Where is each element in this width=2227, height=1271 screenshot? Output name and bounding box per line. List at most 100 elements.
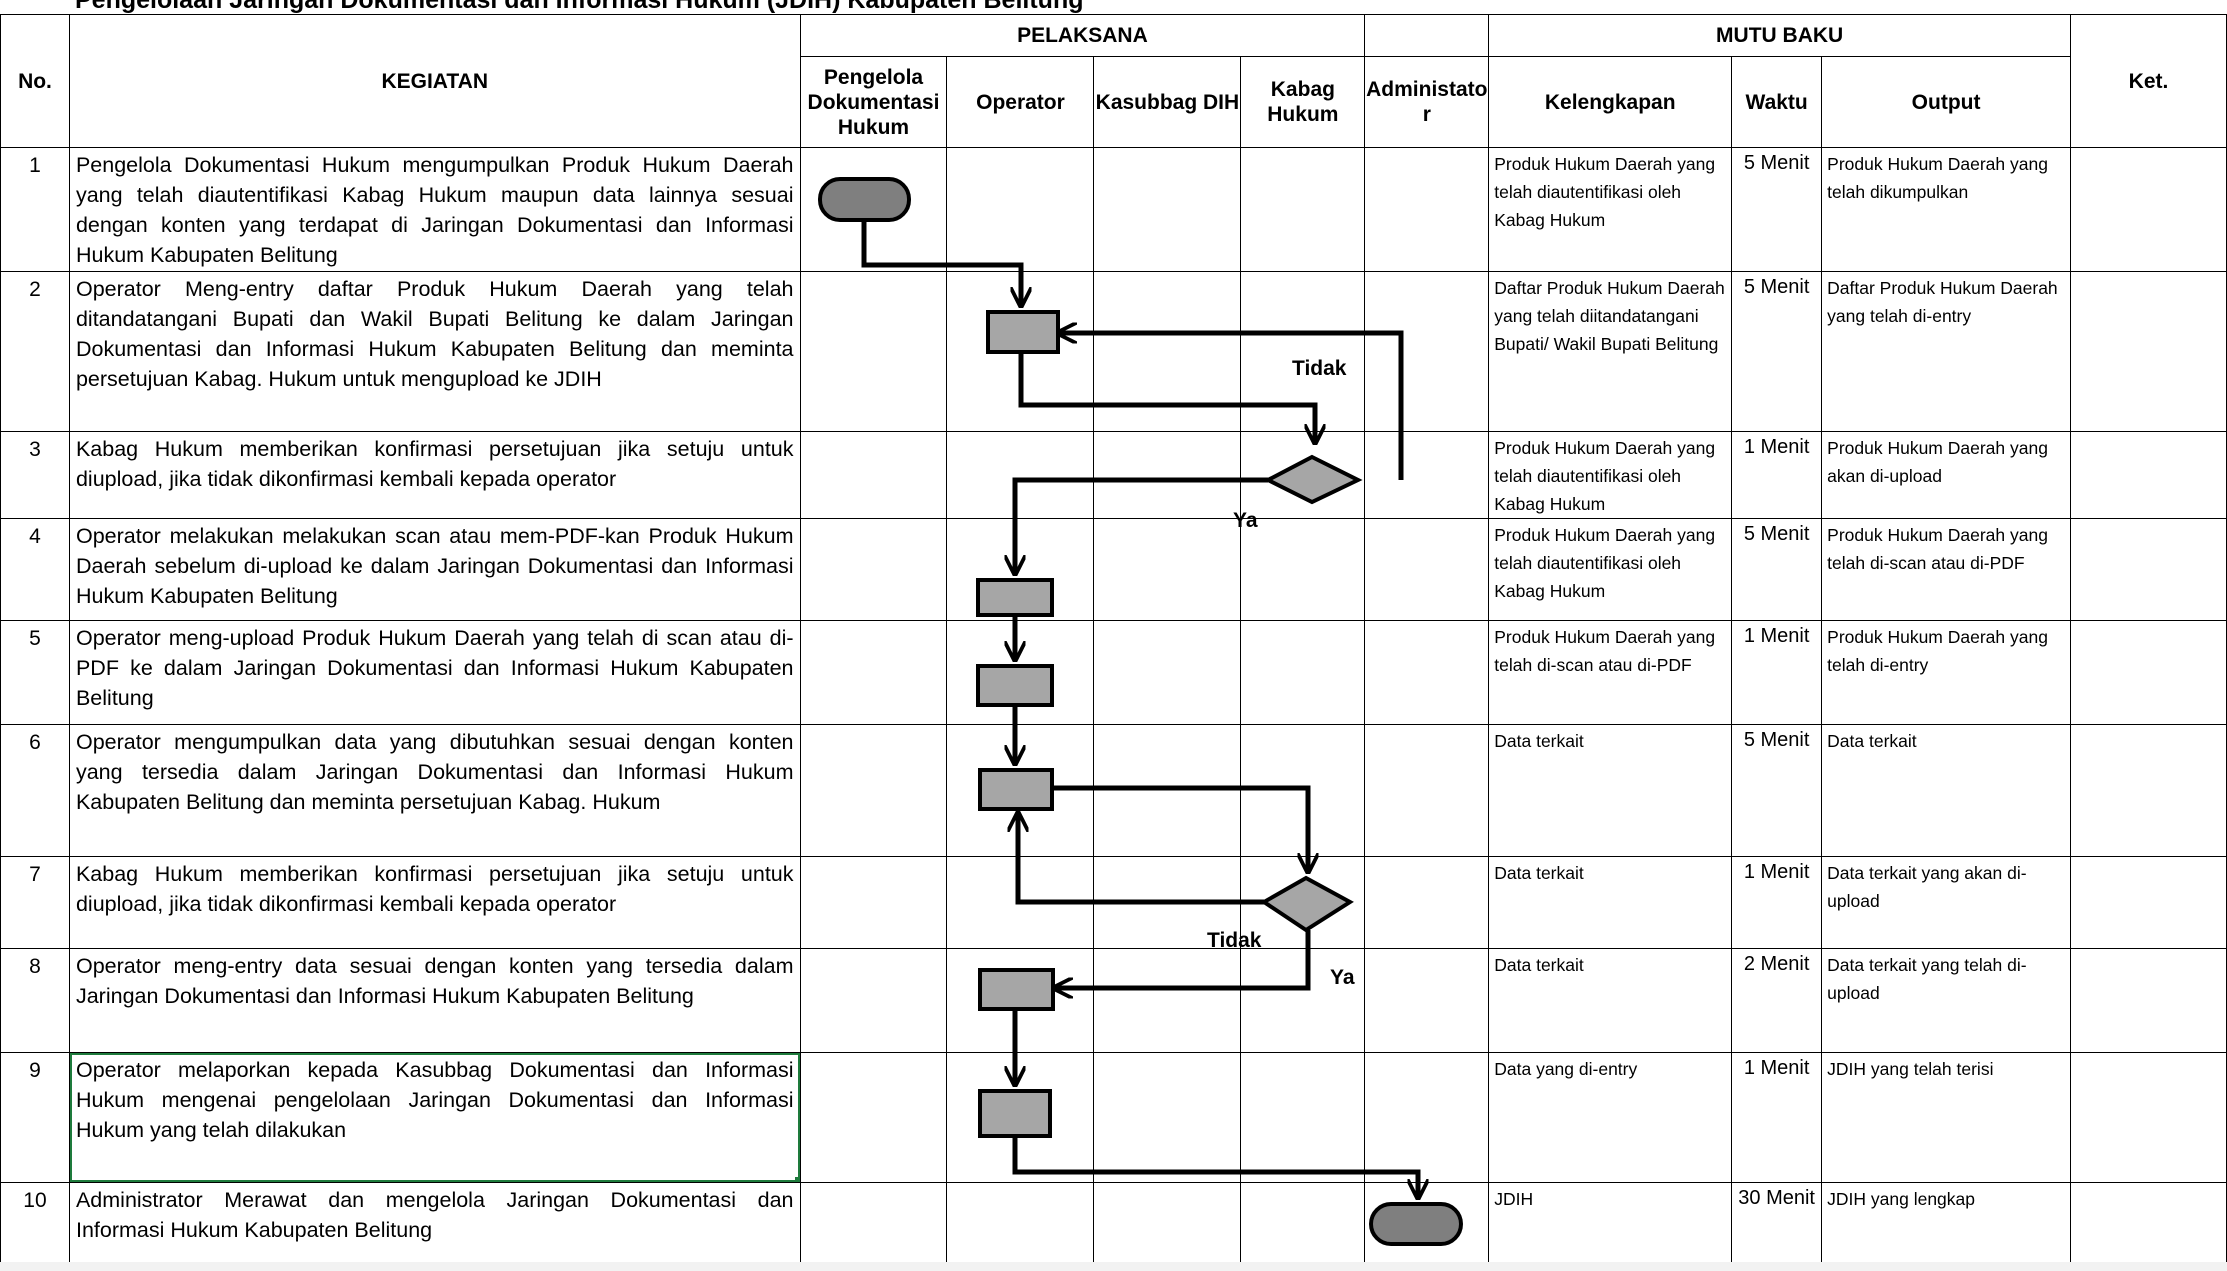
process-step-4[interactable] <box>976 578 1054 617</box>
lane-admin-cell[interactable] <box>1364 1052 1490 1183</box>
lane-admin-cell[interactable] <box>1364 518 1490 621</box>
row-waktu[interactable]: 5 Menit <box>1731 518 1823 621</box>
header-kasubbag[interactable]: Kasubbag DIH <box>1093 56 1242 148</box>
lane-pengelola-cell[interactable] <box>799 724 948 857</box>
lane-admin-cell[interactable] <box>1364 431 1490 519</box>
lane-operator-cell[interactable] <box>946 431 1095 519</box>
header-pengelola[interactable]: Pengelola Dokumentasi Hukum <box>799 56 948 148</box>
row-waktu[interactable]: 5 Menit <box>1731 724 1823 857</box>
lane-kabag-cell[interactable] <box>1240 948 1366 1053</box>
lane-pengelola-cell[interactable] <box>799 1052 948 1183</box>
header-waktu[interactable]: Waktu <box>1731 56 1823 148</box>
row-kelengkapan[interactable]: Data yang di-entry <box>1488 1052 1733 1183</box>
row-ket[interactable] <box>2070 856 2227 949</box>
lane-kabag-cell[interactable] <box>1240 620 1366 725</box>
row-kelengkapan[interactable]: Produk Hukum Daerah yang telah diautenti… <box>1488 431 1733 519</box>
header-kegiatan[interactable]: KEGIATAN <box>68 14 801 148</box>
row-ket[interactable] <box>2070 948 2227 1053</box>
row-waktu[interactable]: 1 Menit <box>1731 431 1823 519</box>
row-output[interactable]: Produk Hukum Daerah yang telah di-entry <box>1821 620 2072 725</box>
lane-kabag-cell[interactable] <box>1240 1182 1366 1271</box>
lane-kabag-cell[interactable] <box>1240 1052 1366 1183</box>
row-no[interactable]: 4 <box>0 518 70 621</box>
row-no[interactable]: 3 <box>0 431 70 519</box>
lane-kasubbag-cell[interactable] <box>1093 431 1242 519</box>
row-waktu[interactable]: 5 Menit <box>1731 147 1823 272</box>
row-kegiatan[interactable]: Kabag Hukum memberikan konfirmasi perset… <box>68 431 801 519</box>
lane-kabag-cell[interactable] <box>1240 518 1366 621</box>
row-no[interactable]: 5 <box>0 620 70 725</box>
lane-admin-cell[interactable] <box>1364 147 1490 272</box>
header-ket[interactable]: Ket. <box>2070 14 2227 148</box>
row-waktu[interactable]: 5 Menit <box>1731 271 1823 432</box>
row-ket[interactable] <box>2070 518 2227 621</box>
row-ket[interactable] <box>2070 620 2227 725</box>
header-kelengkapan[interactable]: Kelengkapan <box>1488 56 1733 148</box>
row-no[interactable]: 10 <box>0 1182 70 1271</box>
row-kelengkapan[interactable]: Data terkait <box>1488 856 1733 949</box>
row-output[interactable]: Produk Hukum Daerah yang telah dikumpulk… <box>1821 147 2072 272</box>
row-waktu[interactable]: 1 Menit <box>1731 856 1823 949</box>
row-no[interactable]: 7 <box>0 856 70 949</box>
row-no[interactable]: 1 <box>0 147 70 272</box>
row-output[interactable]: Produk Hukum Daerah yang akan di-upload <box>1821 431 2072 519</box>
header-kabag[interactable]: Kabag Hukum <box>1240 56 1366 148</box>
lane-kasubbag-cell[interactable] <box>1093 948 1242 1053</box>
lane-kabag-cell[interactable] <box>1240 271 1366 432</box>
lane-operator-cell[interactable] <box>946 147 1095 272</box>
lane-kasubbag-cell[interactable] <box>1093 620 1242 725</box>
process-step-2[interactable] <box>986 310 1060 354</box>
lane-admin-cell[interactable] <box>1364 948 1490 1053</box>
row-no[interactable]: 8 <box>0 948 70 1053</box>
decision-step-7[interactable] <box>1260 875 1354 933</box>
row-kegiatan[interactable]: Kabag Hukum memberikan konfirmasi perset… <box>68 856 801 949</box>
row-kegiatan[interactable]: Operator meng-entry data sesuai dengan k… <box>68 948 801 1053</box>
row-output[interactable]: Daftar Produk Hukum Daerah yang telah di… <box>1821 271 2072 432</box>
row-ket[interactable] <box>2070 271 2227 432</box>
lane-pengelola-cell[interactable] <box>799 856 948 949</box>
row-kelengkapan[interactable]: JDIH <box>1488 1182 1733 1271</box>
lane-pengelola-cell[interactable] <box>799 620 948 725</box>
row-kegiatan[interactable]: Pengelola Dokumentasi Hukum mengumpulkan… <box>68 147 801 272</box>
row-waktu[interactable]: 30 Menit <box>1731 1182 1823 1271</box>
row-kegiatan[interactable]: Operator Meng-entry daftar Produk Hukum … <box>68 271 801 432</box>
row-kelengkapan[interactable]: Produk Hukum Daerah yang telah di-scan a… <box>1488 620 1733 725</box>
row-kegiatan[interactable]: Operator meng-upload Produk Hukum Daerah… <box>68 620 801 725</box>
lane-kasubbag-cell[interactable] <box>1093 271 1242 432</box>
row-kegiatan-selected[interactable]: Operator melaporkan kepada Kasubbag Doku… <box>68 1052 801 1183</box>
row-no[interactable]: 2 <box>0 271 70 432</box>
lane-kasubbag-cell[interactable] <box>1093 1052 1242 1183</box>
header-output[interactable]: Output <box>1821 56 2072 148</box>
lane-admin-cell[interactable] <box>1364 620 1490 725</box>
lane-pengelola-cell[interactable] <box>799 1182 948 1271</box>
process-step-9[interactable] <box>978 1089 1052 1138</box>
lane-pengelola-cell[interactable] <box>799 271 948 432</box>
lane-kabag-cell[interactable] <box>1240 724 1366 857</box>
row-output[interactable]: JDIH yang telah terisi <box>1821 1052 2072 1183</box>
lane-kasubbag-cell[interactable] <box>1093 147 1242 272</box>
header-mutu-baku[interactable]: MUTU BAKU <box>1488 14 2072 57</box>
row-output[interactable]: Data terkait yang akan di-upload <box>1821 856 2072 949</box>
row-ket[interactable] <box>2070 1052 2227 1183</box>
lane-kasubbag-cell[interactable] <box>1093 856 1242 949</box>
fill-handle[interactable] <box>794 1177 800 1182</box>
header-admin[interactable]: Administator <box>1364 56 1490 148</box>
lane-kabag-cell[interactable] <box>1240 147 1366 272</box>
header-no[interactable]: No. <box>0 14 70 148</box>
lane-operator-cell[interactable] <box>946 856 1095 949</box>
row-ket[interactable] <box>2070 1182 2227 1271</box>
process-step-5[interactable] <box>976 664 1054 707</box>
row-output[interactable]: Produk Hukum Daerah yang telah di-scan a… <box>1821 518 2072 621</box>
row-no[interactable]: 6 <box>0 724 70 857</box>
header-operator[interactable]: Operator <box>946 56 1095 148</box>
row-kegiatan[interactable]: Operator mengumpulkan data yang dibutuhk… <box>68 724 801 857</box>
lane-admin-cell[interactable] <box>1364 856 1490 949</box>
row-waktu[interactable]: 2 Menit <box>1731 948 1823 1053</box>
row-kelengkapan[interactable]: Data terkait <box>1488 724 1733 857</box>
header-empty[interactable] <box>1364 14 1490 57</box>
lane-pengelola-cell[interactable] <box>799 948 948 1053</box>
terminator-start[interactable] <box>818 177 911 222</box>
lane-admin-cell[interactable] <box>1364 724 1490 857</box>
row-kelengkapan[interactable]: Produk Hukum Daerah yang telah diautenti… <box>1488 147 1733 272</box>
row-output[interactable]: Data terkait <box>1821 724 2072 857</box>
